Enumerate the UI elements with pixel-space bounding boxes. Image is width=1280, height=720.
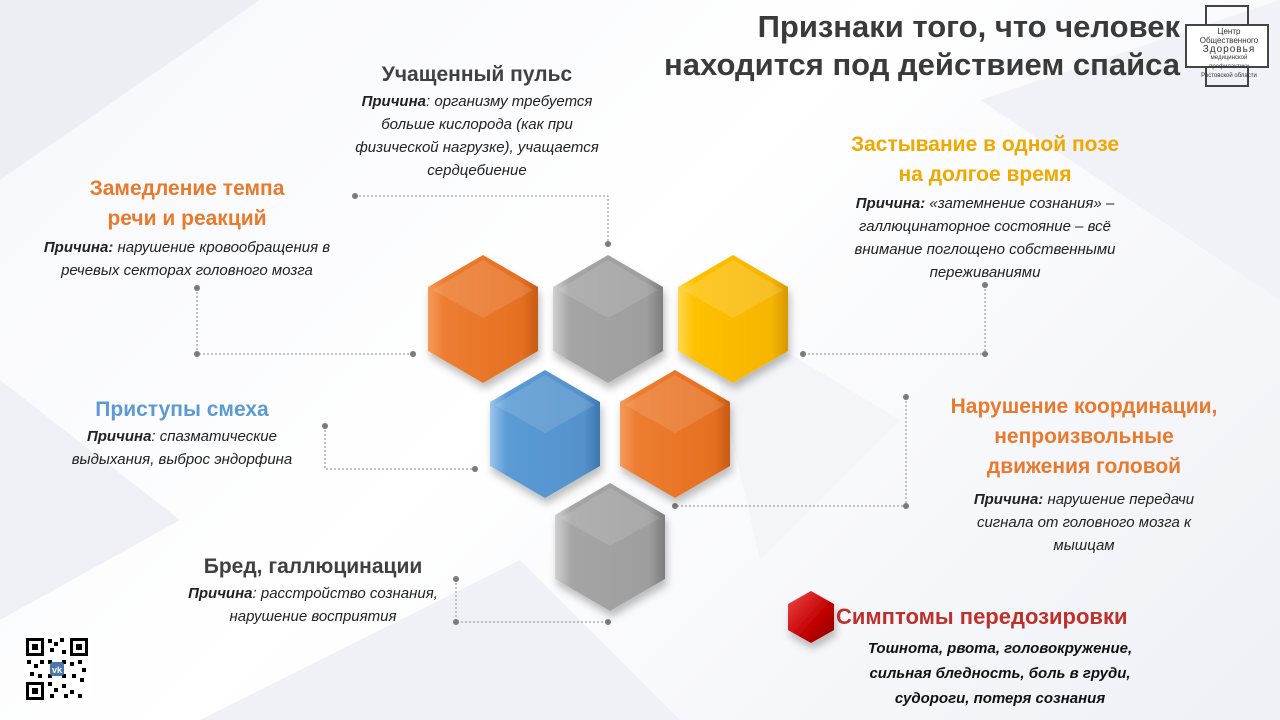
laugh-heading: Приступы смеха bbox=[95, 398, 269, 421]
laugh-cause-text: : спазматические выдыхания, выброс эндор… bbox=[71, 428, 293, 468]
freeze-cause-prefix: Причина: bbox=[855, 195, 926, 212]
freeze-heading-2: на долгое время bbox=[898, 163, 1072, 186]
overdose-text-3: судороги, потеря сознания bbox=[894, 690, 1106, 707]
overdose-text-1: Тошнота, рвота, головокружение, bbox=[867, 640, 1133, 657]
logo-line-1: Центр Общественного bbox=[1199, 27, 1259, 45]
hexagon-yellow bbox=[678, 255, 788, 383]
delirium-heading: Бред, галлюцинации bbox=[203, 555, 423, 578]
logo-line-4: Ростовской области bbox=[1201, 73, 1257, 79]
coord-heading-2: непроизвольные bbox=[994, 425, 1174, 448]
item-speech: Замедление темпа речи и реакций Причина:… bbox=[20, 174, 354, 282]
item-delirium: Бред, галлюцинации Причина: расстройство… bbox=[168, 552, 458, 628]
hexagon-red-icon bbox=[788, 591, 834, 643]
page-title: Признаки того, что человек находится под… bbox=[560, 8, 1180, 84]
freeze-heading-1: Застывание в одной позе bbox=[850, 133, 1120, 156]
delirium-cause-text: : расстройство сознания, нарушение воспр… bbox=[229, 585, 438, 625]
qr-code-icon: vk bbox=[24, 636, 90, 702]
pulse-cause-text: : организму требуется больше кислорода (… bbox=[355, 93, 599, 179]
logo-line-2: Здоровья bbox=[1202, 44, 1256, 55]
freeze-cause-text: «затемнение сознания» – галлюцинаторное … bbox=[854, 195, 1116, 281]
item-laugh: Приступы смеха Причина: спазматические в… bbox=[50, 395, 314, 471]
coord-heading-3: движения головой bbox=[986, 455, 1182, 478]
coord-cause-text: нарушение передачи сигнала от головного … bbox=[976, 491, 1195, 554]
coord-heading-1: Нарушение координации, bbox=[950, 395, 1218, 418]
coord-cause: Причина: нарушение передачи сигнала от г… bbox=[949, 488, 1219, 557]
speech-heading-1: Замедление темпа bbox=[89, 177, 285, 200]
logo-line-3: медицинской профилактики bbox=[1209, 55, 1249, 70]
coord-cause-prefix: Причина: bbox=[973, 491, 1044, 508]
item-pulse: Учащенный пульс Причина: организму требу… bbox=[342, 60, 612, 182]
overdose-heading-wrap: Симптомы передозировки bbox=[836, 602, 1186, 632]
speech-cause-prefix: Причина: bbox=[43, 239, 114, 256]
overdose-heading: Симптомы передозировки bbox=[836, 604, 1128, 629]
pulse-heading: Учащенный пульс bbox=[381, 63, 573, 86]
hexagon-blue bbox=[490, 370, 600, 498]
hexagon-gray-2 bbox=[555, 483, 665, 611]
hexagon-gray bbox=[553, 255, 663, 383]
freeze-cause: Причина: «затемнение сознания» – галлюци… bbox=[830, 192, 1140, 284]
speech-cause-text: нарушение кровообращения в речевых секто… bbox=[61, 239, 331, 279]
svg-text:vk: vk bbox=[52, 665, 63, 675]
delirium-cause: Причина: расстройство сознания, нарушени… bbox=[188, 582, 438, 628]
title-line-2: находится под действием спайса bbox=[664, 47, 1180, 82]
speech-cause: Причина: нарушение кровообращения в рече… bbox=[20, 236, 354, 282]
speech-heading-2: речи и реакций bbox=[107, 207, 267, 230]
pulse-cause-prefix: Причина bbox=[361, 93, 427, 110]
pulse-cause: Причина: организму требуется больше кисл… bbox=[342, 90, 612, 182]
overdose-text-2: сильная бледность, боль в груди, bbox=[869, 665, 1131, 682]
logo-icon: Центр Общественного Здоровья медицинской… bbox=[1184, 5, 1270, 87]
item-freeze: Застывание в одной позе на долгое время … bbox=[810, 130, 1160, 284]
item-coordination: Нарушение координации, непроизвольные дв… bbox=[906, 392, 1262, 557]
delirium-cause-prefix: Причина bbox=[188, 585, 253, 602]
title-line-1: Признаки того, что человек bbox=[757, 9, 1180, 44]
laugh-cause: Причина: спазматические выдыхания, выбро… bbox=[50, 425, 314, 471]
laugh-cause-prefix: Причина bbox=[86, 428, 152, 445]
hexagon-orange bbox=[428, 255, 538, 383]
overdose-text: Тошнота, рвота, головокружение, сильная … bbox=[830, 636, 1170, 711]
hexagon-orange-2 bbox=[620, 370, 730, 498]
